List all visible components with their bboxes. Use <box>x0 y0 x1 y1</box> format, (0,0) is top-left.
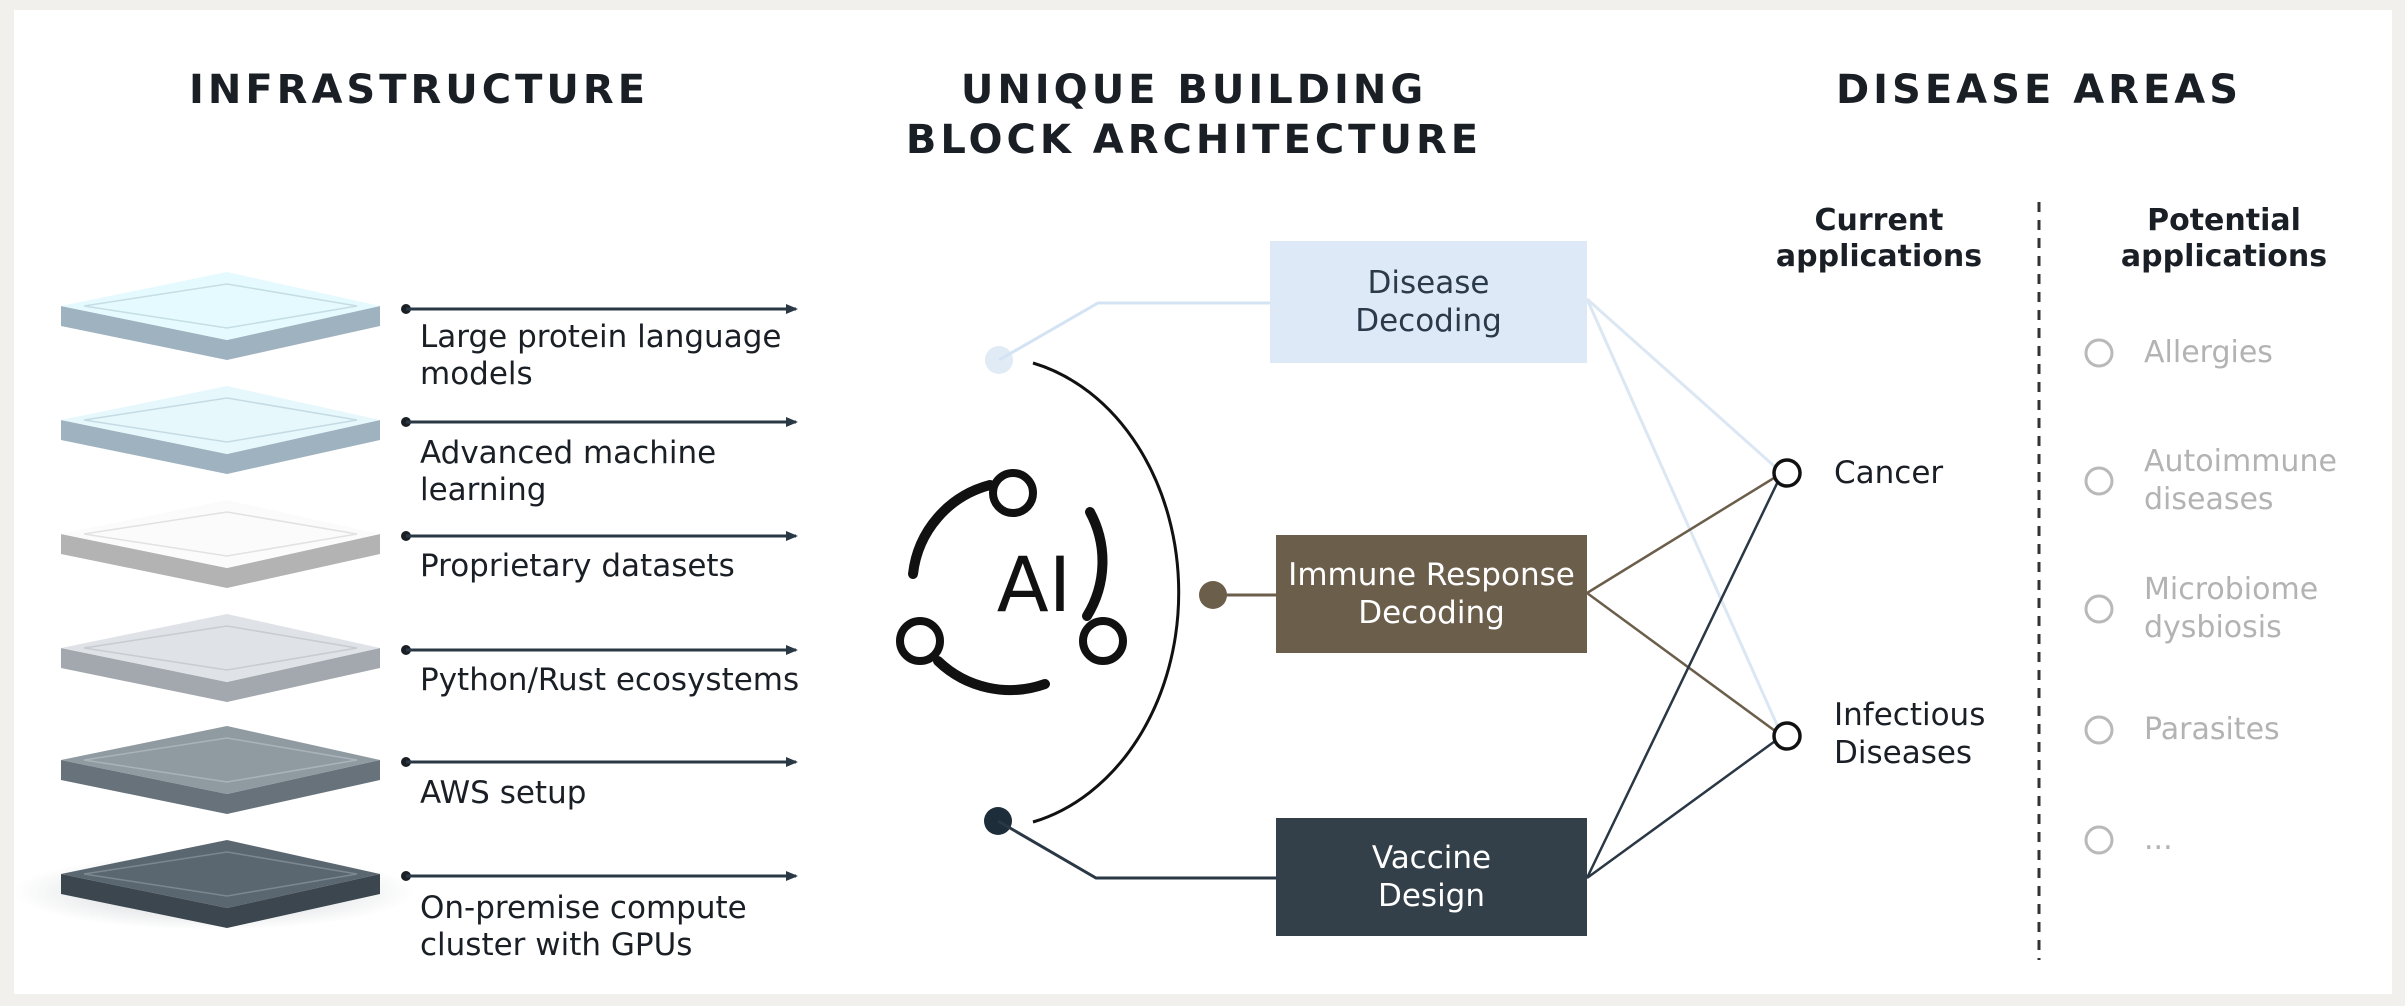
potential-applications-heading-line-1: Potential <box>2147 203 2301 238</box>
layer-plate-6 <box>61 840 380 928</box>
block-disease-decoding: Disease Decoding <box>1270 241 1587 363</box>
block-disease-decoding-line-1: Disease <box>1367 265 1490 301</box>
block-vaccine-design-line-1: Vaccine <box>1371 840 1492 876</box>
layer-label-6-line-2: cluster with GPUs <box>420 927 693 963</box>
layer-arrow-3 <box>401 531 798 541</box>
layer-plate-2 <box>61 386 380 474</box>
layer-plate-1 <box>61 272 380 360</box>
parasites-node-icon <box>2084 715 2114 745</box>
link-disease-cancer <box>1586 297 1783 475</box>
potential-item-more: ... <box>2144 822 2173 857</box>
current-item-infectious-line-1: Infectious <box>1834 697 1986 733</box>
block-immune-response-line-1: Immune Response <box>1288 557 1575 593</box>
autoimmune-node-icon <box>2084 466 2114 496</box>
ai-label: AI <box>996 540 1072 629</box>
layer-label-5: AWS setup <box>420 775 587 811</box>
potential-item-parasites: Parasites <box>2144 712 2280 747</box>
microbiome-node-icon <box>2084 594 2114 624</box>
potential-item-allergies: Allergies <box>2144 335 2273 370</box>
current-item-cancer: Cancer <box>1834 455 1944 491</box>
layer-label-6-line-1: On-premise compute <box>420 890 747 926</box>
block-vaccine-design-line-2: Design <box>1377 878 1486 914</box>
current-item-infectious-line-2: Diseases <box>1834 735 1973 771</box>
layer-plate-5 <box>61 726 380 814</box>
layer-label-2: Advanced machine learning <box>420 435 840 509</box>
allergies-node-icon <box>2084 338 2114 368</box>
current-item-infectious: Infectious Diseases <box>1834 696 1985 772</box>
layer-label-2-line-1: Advanced machine <box>420 435 717 471</box>
layer-plate-4 <box>61 614 380 702</box>
more-node-icon <box>2084 825 2114 855</box>
current-applications-heading-line-1: Current <box>1814 203 1944 238</box>
layer-plate-3 <box>61 500 380 588</box>
potential-item-microbiome-line-2: dysbiosis <box>2144 610 2282 645</box>
connector-disease-decoding <box>998 301 1270 362</box>
potential-item-microbiome-line-1: Microbiome <box>2144 572 2319 607</box>
current-applications-heading: Current applications <box>1744 203 2014 275</box>
layer-label-4: Python/Rust ecosystems <box>420 662 800 698</box>
layer-label-1-line-2: models <box>420 356 533 392</box>
architecture-arc <box>1032 361 1181 824</box>
link-disease-infectious <box>1585 298 1784 737</box>
architecture-heading: UNIQUE BUILDING BLOCK ARCHITECTURE <box>894 65 1494 165</box>
link-immune-infectious <box>1586 591 1783 738</box>
layer-label-6: On-premise compute cluster with GPUs <box>420 890 840 964</box>
block-vaccine-design: Vaccine Design <box>1276 818 1587 936</box>
layer-arrow-6 <box>401 871 798 881</box>
link-immune-cancer <box>1586 471 1783 595</box>
architecture-heading-line-2: BLOCK ARCHITECTURE <box>905 117 1483 163</box>
block-disease-decoding-line-2: Decoding <box>1355 303 1502 339</box>
ai-logo-icon <box>896 469 1127 696</box>
link-vaccine-infectious <box>1586 734 1783 880</box>
layer-arrow-2 <box>401 417 798 427</box>
potential-item-microbiome: Microbiome dysbiosis <box>2144 571 2384 647</box>
layer-arrow-4 <box>401 645 798 655</box>
connector-vaccine-design <box>997 819 1276 880</box>
layer-label-3: Proprietary datasets <box>420 548 735 584</box>
potential-applications-heading-line-2: applications <box>2120 239 2328 274</box>
architecture-heading-line-1: UNIQUE BUILDING <box>960 67 1428 113</box>
diagram-graphics <box>14 202 2114 960</box>
layer-label-1-line-1: Large protein language <box>420 319 782 355</box>
block-immune-response-decoding: Immune Response Decoding <box>1276 535 1587 653</box>
diagram-canvas: INFRASTRUCTURE UNIQUE BUILDING BLOCK ARC… <box>14 10 2392 994</box>
cancer-node-icon <box>1772 458 1802 488</box>
infectious-node-icon <box>1772 721 1802 751</box>
layer-label-2-line-2: learning <box>420 472 547 508</box>
disease-areas-heading: DISEASE AREAS <box>1835 67 2243 113</box>
potential-item-autoimmune-line-2: diseases <box>2144 482 2274 517</box>
potential-item-autoimmune: Autoimmune diseases <box>2144 443 2384 519</box>
current-applications-heading-line-2: applications <box>1775 239 1983 274</box>
potential-applications-heading: Potential applications <box>2084 203 2364 275</box>
block-immune-response-line-2: Decoding <box>1358 595 1505 631</box>
potential-item-autoimmune-line-1: Autoimmune <box>2144 444 2337 479</box>
layer-arrow-1 <box>401 304 798 314</box>
layer-label-1: Large protein language models <box>420 319 840 393</box>
link-vaccine-cancer <box>1585 472 1784 879</box>
infrastructure-heading: INFRASTRUCTURE <box>188 67 650 113</box>
layer-arrow-5 <box>401 757 798 767</box>
